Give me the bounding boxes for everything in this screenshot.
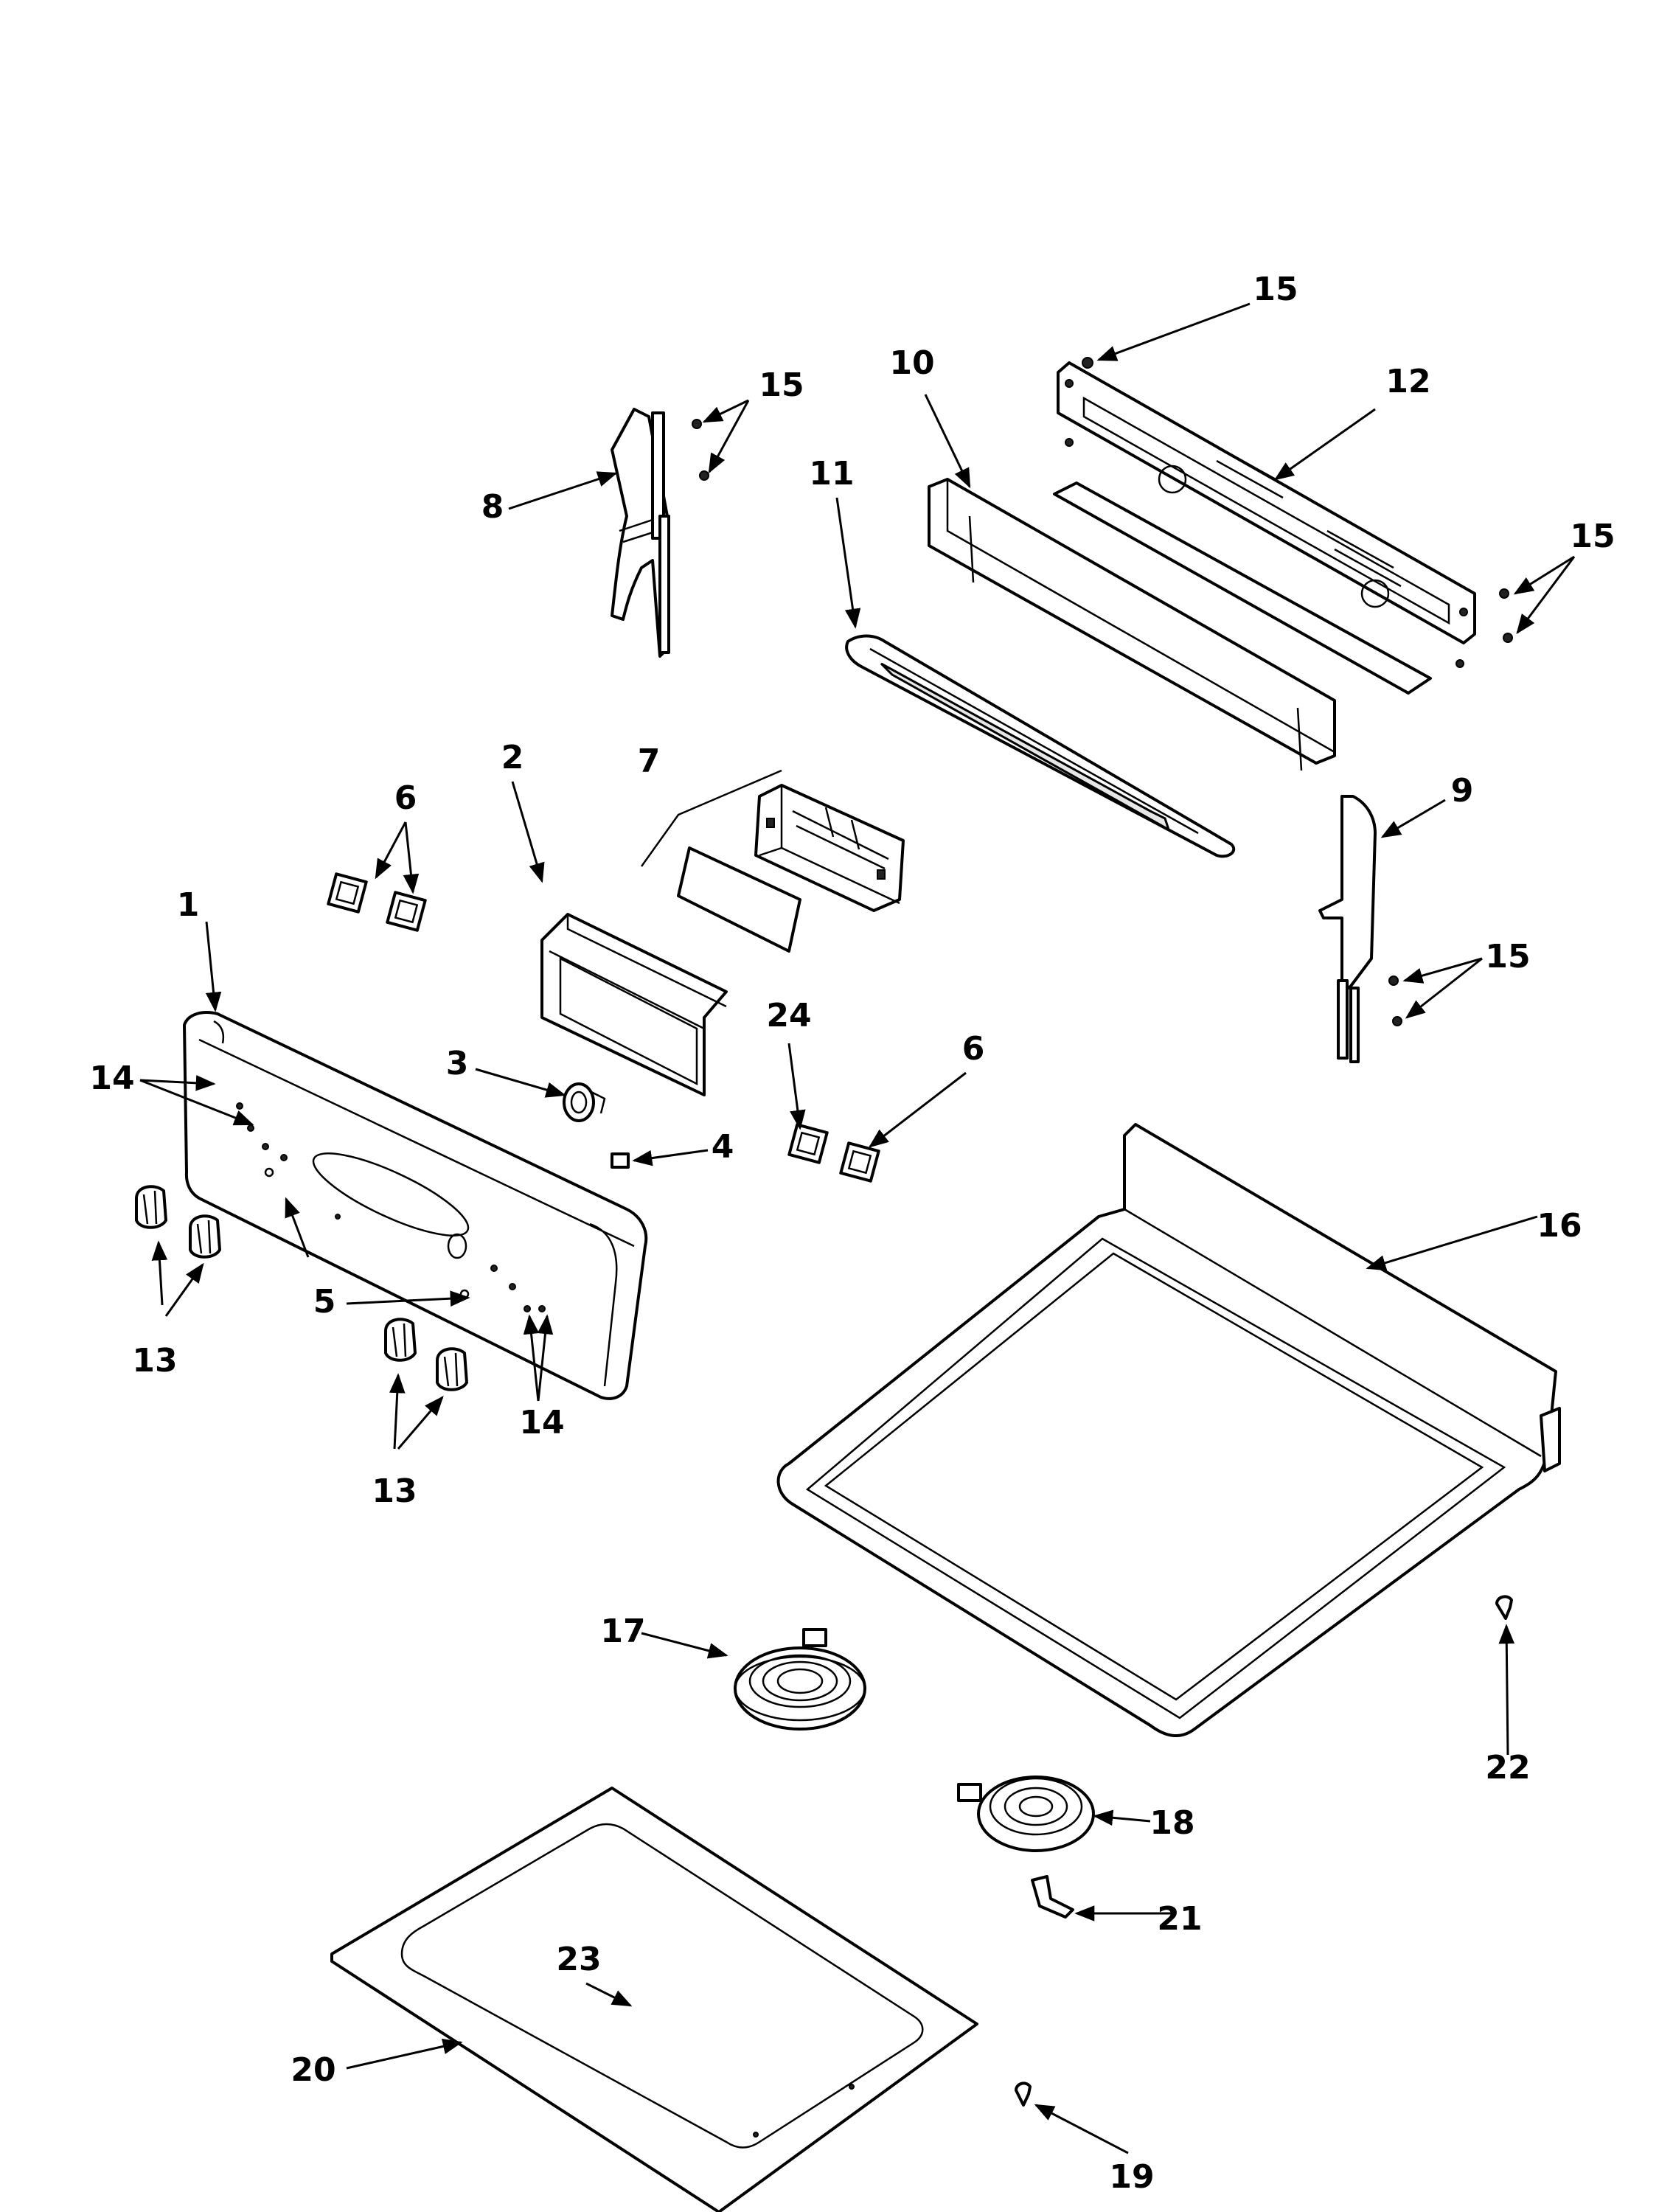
leader-lines <box>139 302 1576 2154</box>
callout-15-right-lower: 15 <box>1485 938 1530 975</box>
callout-12: 12 <box>1385 363 1430 400</box>
callout-22: 22 <box>1485 1749 1530 1787</box>
callout-15-left: 15 <box>759 366 804 404</box>
callout-8: 8 <box>481 488 504 526</box>
part-left-side-bracket <box>611 408 670 658</box>
callout-2: 2 <box>501 739 524 776</box>
callout-15-top: 15 <box>1253 271 1298 308</box>
callout-13-left: 13 <box>132 1342 177 1380</box>
part-display-window-frame <box>540 913 728 1096</box>
part-screws <box>692 357 1513 1026</box>
callout-6-left: 6 <box>394 779 417 817</box>
callout-11: 11 <box>809 455 854 493</box>
callout-18: 18 <box>1150 1804 1194 1842</box>
part-end-cap <box>845 634 1236 858</box>
callout-23: 23 <box>556 1941 601 1978</box>
callout-20: 20 <box>291 2051 335 2089</box>
callout-15-right-upper: 15 <box>1570 518 1615 555</box>
callout-9: 9 <box>1451 772 1474 810</box>
callout-21: 21 <box>1157 1900 1202 1938</box>
callout-19: 19 <box>1109 2158 1154 2196</box>
callout-10: 10 <box>889 344 934 382</box>
callout-17: 17 <box>600 1613 645 1650</box>
callout-labels: 1 2 3 4 5 6 6 7 8 9 10 11 12 13 13 14 14… <box>89 271 1615 2196</box>
callout-5: 5 <box>313 1283 336 1321</box>
part-upper-trim <box>928 478 1336 771</box>
callout-7: 7 <box>638 742 661 780</box>
part-small-switch <box>611 1152 630 1169</box>
callout-16: 16 <box>1537 1207 1582 1245</box>
callout-13-right: 13 <box>372 1472 417 1510</box>
part-electronic-control <box>640 769 905 953</box>
callout-4: 4 <box>712 1128 734 1166</box>
part-indicator-light <box>563 1082 606 1122</box>
part-infinite-switches <box>327 872 880 1183</box>
part-cooktop <box>776 1123 1561 1738</box>
callout-3: 3 <box>446 1045 469 1082</box>
part-right-side-bracket <box>1318 795 1377 1063</box>
part-knobs <box>135 1185 468 1391</box>
callout-1: 1 <box>177 886 200 924</box>
part-control-panel <box>183 1011 648 1400</box>
callout-14-left: 14 <box>89 1060 134 1097</box>
part-back-panel <box>1053 361 1476 695</box>
callout-6-right: 6 <box>962 1030 985 1068</box>
part-large-element <box>734 1628 866 1731</box>
callout-24: 24 <box>766 997 811 1034</box>
part-cooktop-pan <box>330 1787 978 2212</box>
callout-14-right: 14 <box>519 1404 564 1441</box>
part-small-element <box>957 1775 1095 1852</box>
part-small-hardware <box>1015 1595 1513 2107</box>
